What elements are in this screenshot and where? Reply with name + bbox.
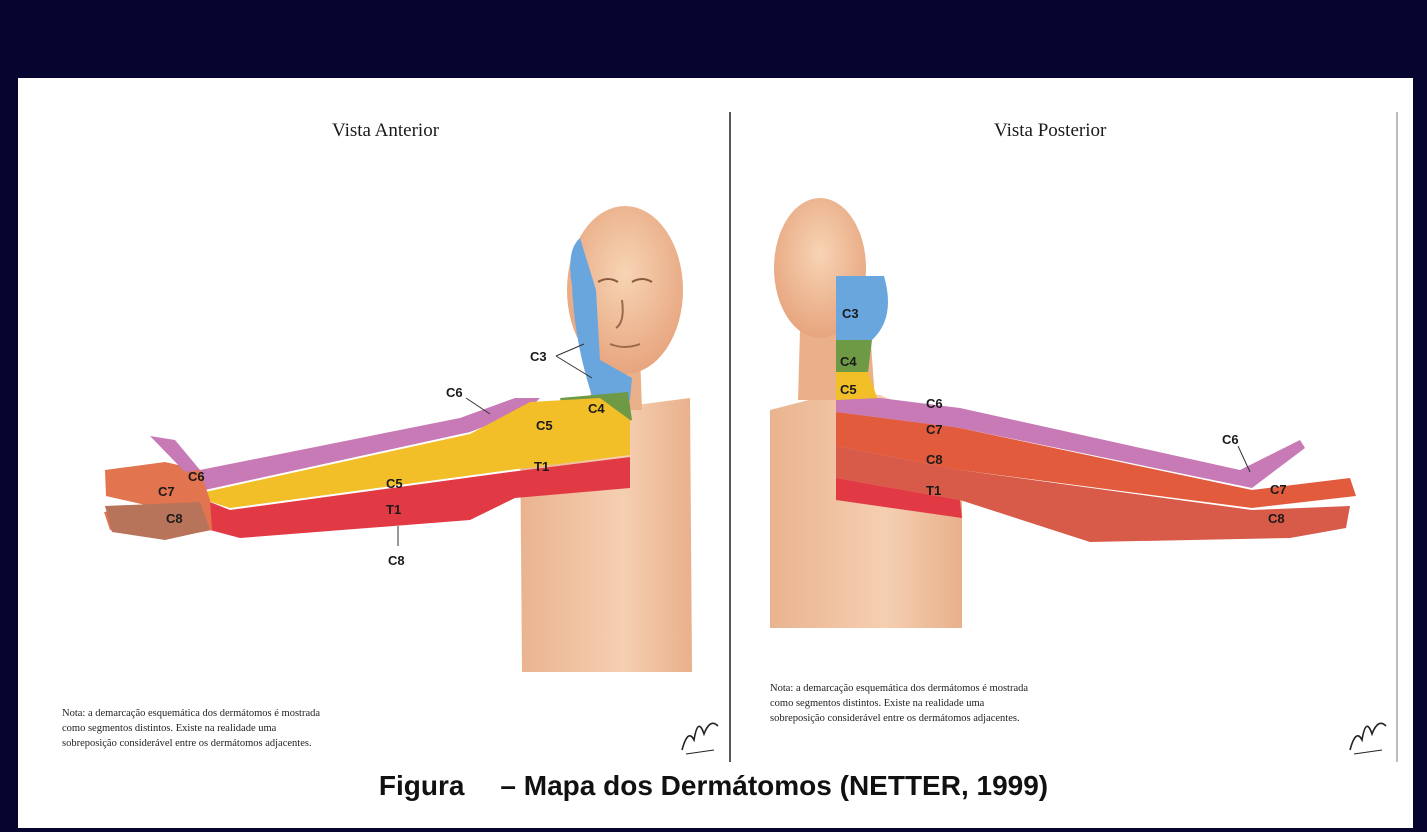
caption-prefix: Figura bbox=[379, 770, 465, 802]
posterior-note-line: como segmentos distintos. Existe na real… bbox=[770, 696, 1028, 711]
anterior-note-line: sobreposição considerável entre os dermá… bbox=[62, 736, 320, 751]
posterior-label-c5: C5 bbox=[840, 382, 857, 397]
posterior-label-c6-hand: C6 bbox=[1222, 432, 1239, 447]
posterior-note-line: Nota: a demarcação esquemática dos dermá… bbox=[770, 681, 1028, 696]
posterior-figure: C3 C4 C5 C6 C6 C7 C7 C8 C8 T1 bbox=[770, 198, 1356, 628]
figure-caption: Figura – Mapa dos Dermátomos (NETTER, 199… bbox=[0, 770, 1427, 802]
anterior-label-c3: C3 bbox=[530, 349, 547, 364]
posterior-note: Nota: a demarcação esquemática dos dermá… bbox=[770, 681, 1028, 726]
anterior-label-c6-upper: C6 bbox=[446, 385, 463, 400]
posterior-label-c6-upper: C6 bbox=[926, 396, 943, 411]
posterior-label-c8-arm: C8 bbox=[926, 452, 943, 467]
anterior-label-c8-arm: C8 bbox=[388, 553, 405, 568]
posterior-label-c7-hand: C7 bbox=[1270, 482, 1287, 497]
anterior-signature bbox=[682, 723, 718, 754]
anterior-label-c7: C7 bbox=[158, 484, 175, 499]
posterior-label-c3: C3 bbox=[842, 306, 859, 321]
posterior-label-t1: T1 bbox=[926, 483, 941, 498]
anterior-label-c5-shoulder: C5 bbox=[536, 418, 553, 433]
posterior-label-c8-hand: C8 bbox=[1268, 511, 1285, 526]
anterior-hand-c8 bbox=[105, 502, 210, 540]
anterior-figure: C3 C4 C5 C5 C6 C6 C7 C8 C8 T1 T1 bbox=[104, 206, 692, 672]
anterior-note-line: Nota: a demarcação esquemática dos dermá… bbox=[62, 706, 320, 721]
anterior-note-line: como segmentos distintos. Existe na real… bbox=[62, 721, 320, 736]
anterior-label-c5-arm: C5 bbox=[386, 476, 403, 491]
anterior-label-t1-arm: T1 bbox=[386, 502, 401, 517]
posterior-signature bbox=[1350, 723, 1386, 754]
posterior-note-line: sobreposição considerável entre os dermá… bbox=[770, 711, 1028, 726]
anterior-note: Nota: a demarcação esquemática dos dermá… bbox=[62, 706, 320, 751]
posterior-label-c7-arm: C7 bbox=[926, 422, 943, 437]
anterior-label-c8-hand: C8 bbox=[166, 511, 183, 526]
anterior-label-c6-hand: C6 bbox=[188, 469, 205, 484]
anterior-label-t1-chest: T1 bbox=[534, 459, 549, 474]
anterior-label-c4: C4 bbox=[588, 401, 605, 416]
caption-text: – Mapa dos Dermátomos (NETTER, 1999) bbox=[500, 770, 1048, 802]
posterior-label-c4: C4 bbox=[840, 354, 857, 369]
